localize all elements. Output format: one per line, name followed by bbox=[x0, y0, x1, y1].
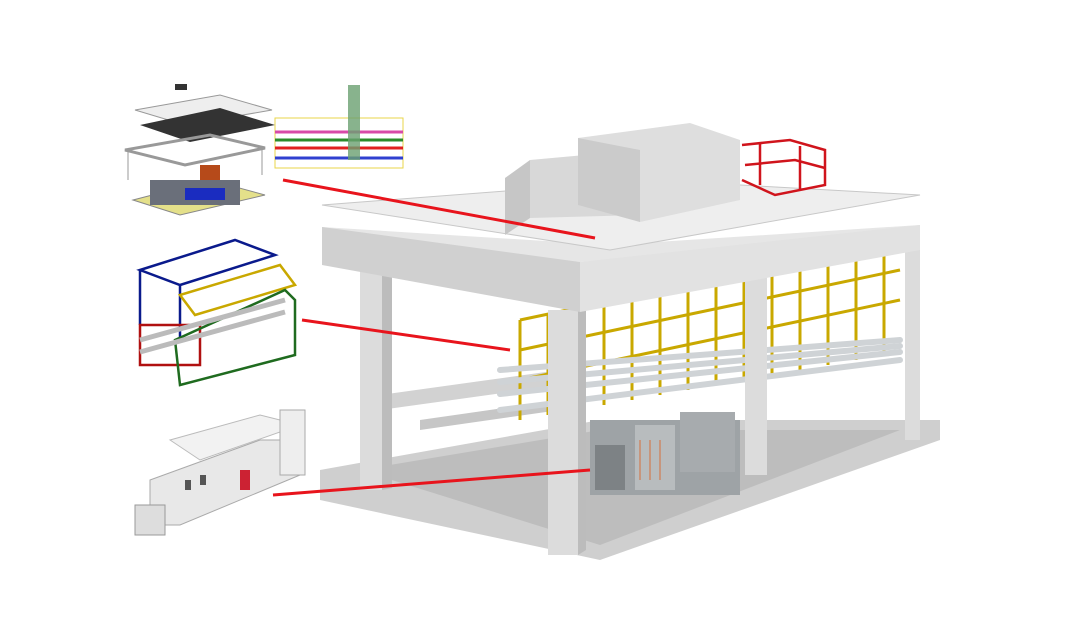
callout-line-equipment bbox=[272, 468, 591, 497]
columns bbox=[360, 230, 920, 555]
callout-line-roof bbox=[282, 178, 596, 240]
ground-level-equipment bbox=[590, 412, 740, 495]
rack-detail bbox=[136, 238, 298, 387]
callout-lines bbox=[272, 178, 596, 497]
equipment-detail bbox=[134, 409, 306, 536]
top-detail bbox=[124, 84, 404, 216]
roof-railing bbox=[741, 138, 827, 197]
roof-level bbox=[505, 123, 827, 235]
callout-line-rack bbox=[301, 318, 511, 352]
